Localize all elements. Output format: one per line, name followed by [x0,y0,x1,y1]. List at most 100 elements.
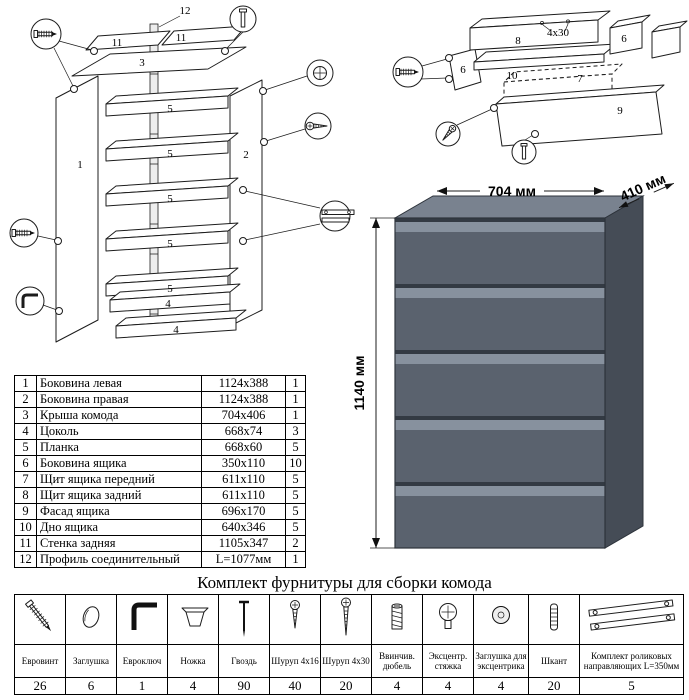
back-panels [85,25,247,51]
hw-icon-cell [473,594,529,645]
part-number: 6 [14,455,37,472]
hw-name: Комплект роликовых направляющих L=350мм [579,644,684,678]
dresser-side-face [604,195,644,549]
hw-qty: 26 [14,677,66,695]
part-name: Стенка задняя [36,535,202,552]
hw-qty: 20 [320,677,372,695]
hw-name: Шкант [528,644,580,678]
part-qty: 3 [285,423,306,440]
part-label-10: 10 [507,70,519,82]
part-name: Боковина правая [36,391,202,408]
hw-qty: 5 [579,677,684,695]
part-qty: 5 [285,503,306,520]
cap-icon [82,606,100,628]
part-qty: 5 [285,471,306,488]
hw-name: Шуруп 4x16 [269,644,321,678]
part-qty: 5 [285,487,306,504]
cam-cap-icon [492,606,510,624]
part-name: Крыша комода [36,407,202,424]
callout-screw [260,112,332,146]
part-size: 668x60 [201,439,286,456]
part-label-6: 6 [460,64,466,76]
dresser-render: 704 мм 410 мм 1140 мм [352,176,675,549]
bracket-icon [21,293,38,308]
part-label-5: 5 [167,283,173,295]
drawer-front [395,284,605,350]
part-name: Планка [36,439,202,456]
callout-euroscrew [392,54,453,88]
hw-name: Евроключ [116,644,168,678]
part-qty: 5 [285,519,306,536]
cam-lock-icon [439,603,457,629]
part-size: 640x346 [201,519,286,536]
hw-name: Гвоздь [218,644,270,678]
callout-dowel-pin [511,130,539,165]
part-label-5: 5 [167,193,173,205]
part-label-2: 2 [243,149,249,161]
screw-size-label: 4x30 [547,27,570,39]
top-panel [71,46,247,77]
part-qty: 2 [285,535,306,552]
drawer-side-panel [448,48,482,91]
hw-name: Эксцентр. стяжка [422,644,474,678]
part-size: 611x110 [201,471,286,488]
screw-long-icon [341,597,351,636]
callout-bracket [15,286,63,316]
screw-icon [442,124,457,141]
part-label-8: 8 [515,35,521,47]
part-name: Щит ящика задний [36,487,202,504]
hardware-names-row: Евровинт Заглушка Евроключ Ножка Гвоздь … [14,644,684,678]
hw-icon-cell [320,594,372,645]
part-number: 1 [14,375,37,392]
width-dimension: 704 мм [437,183,604,199]
dowel-pin-icon [520,143,528,160]
hw-icon-cell [579,594,684,645]
part-number: 11 [14,535,37,552]
hw-icon-cell [116,594,168,645]
nail-icon [239,600,249,637]
dowel-screw-icon [391,603,403,630]
part-number: 4 [14,423,37,440]
callout-euroscrew-left [9,218,62,248]
drawer-front [395,416,605,482]
hardware-table: Евровинт Заглушка Евроключ Ножка Гвоздь … [14,594,684,695]
right-side-panel [229,79,263,327]
drawer-rail-icon [321,209,355,223]
hw-qty: 4 [371,677,423,695]
hw-icon-cell [422,594,474,645]
height-dimension-label: 1140 мм [352,356,367,411]
hw-qty: 4 [422,677,474,695]
part-qty: 1 [285,551,306,568]
callout-screw [435,104,498,147]
part-qty: 10 [285,455,306,472]
hw-qty: 4 [473,677,529,695]
hw-name: Шуруп 4x30 [320,644,372,678]
leg-icon [181,607,209,627]
hw-icon-cell [167,594,219,645]
part-label-6: 6 [621,33,627,45]
width-dimension-label: 704 мм [488,183,536,199]
drawer-back-panel [469,10,611,51]
part-name: Боковина ящика [36,455,202,472]
dowel-pin-icon [239,8,247,28]
drawer-side-panels-right [609,14,688,59]
part-name: Фасад ящика [36,503,202,520]
hw-name: Заглушка [65,644,117,678]
part-size: 1105x347 [201,535,286,552]
part-label-3: 3 [139,57,145,69]
drawer-front [395,350,605,416]
callout-dowel-pin [221,5,257,55]
hardware-kit-title: Комплект фурнитуры для сборки комода [197,573,492,592]
part-label-4: 4 [173,324,179,336]
part-size: 1124x388 [201,391,286,408]
part-label-9: 9 [617,105,623,117]
